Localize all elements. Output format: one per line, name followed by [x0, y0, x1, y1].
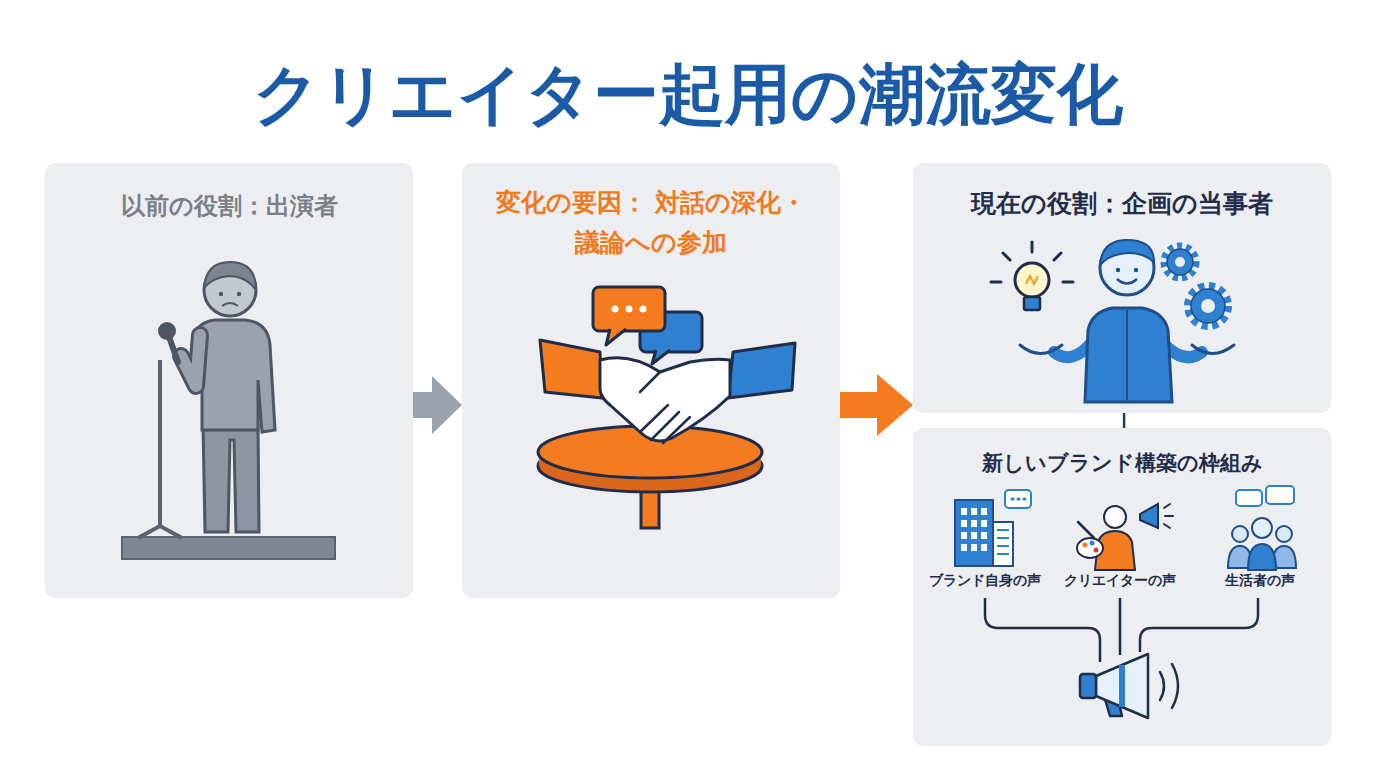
panel-heading: 現在の役割：企画の当事者 — [921, 189, 1323, 219]
panel-box: 以前の役割：出演者 — [45, 163, 413, 598]
panel-heading: 新しいブランド構築の枠組み — [921, 449, 1323, 477]
voice-label: ブランド自身の声 — [910, 571, 1060, 589]
voice-label: クリエイターの声 — [1045, 571, 1195, 589]
flow-arrow — [840, 392, 877, 418]
connector-line — [1123, 413, 1126, 428]
panel-box: 変化の要因： 対話の深化・議論への参加 — [462, 163, 840, 598]
voice-label: 生活者の声 — [1195, 571, 1325, 589]
panel-heading: 変化の要因： 対話の深化・議論への参加 — [470, 183, 832, 263]
flow-arrow — [413, 392, 432, 418]
diagram-title: クリエイター起用の潮流変化 — [0, 60, 1376, 130]
panel-box: 現在の役割：企画の当事者 — [913, 163, 1331, 413]
panel-heading: 以前の役割：出演者 — [53, 191, 405, 221]
